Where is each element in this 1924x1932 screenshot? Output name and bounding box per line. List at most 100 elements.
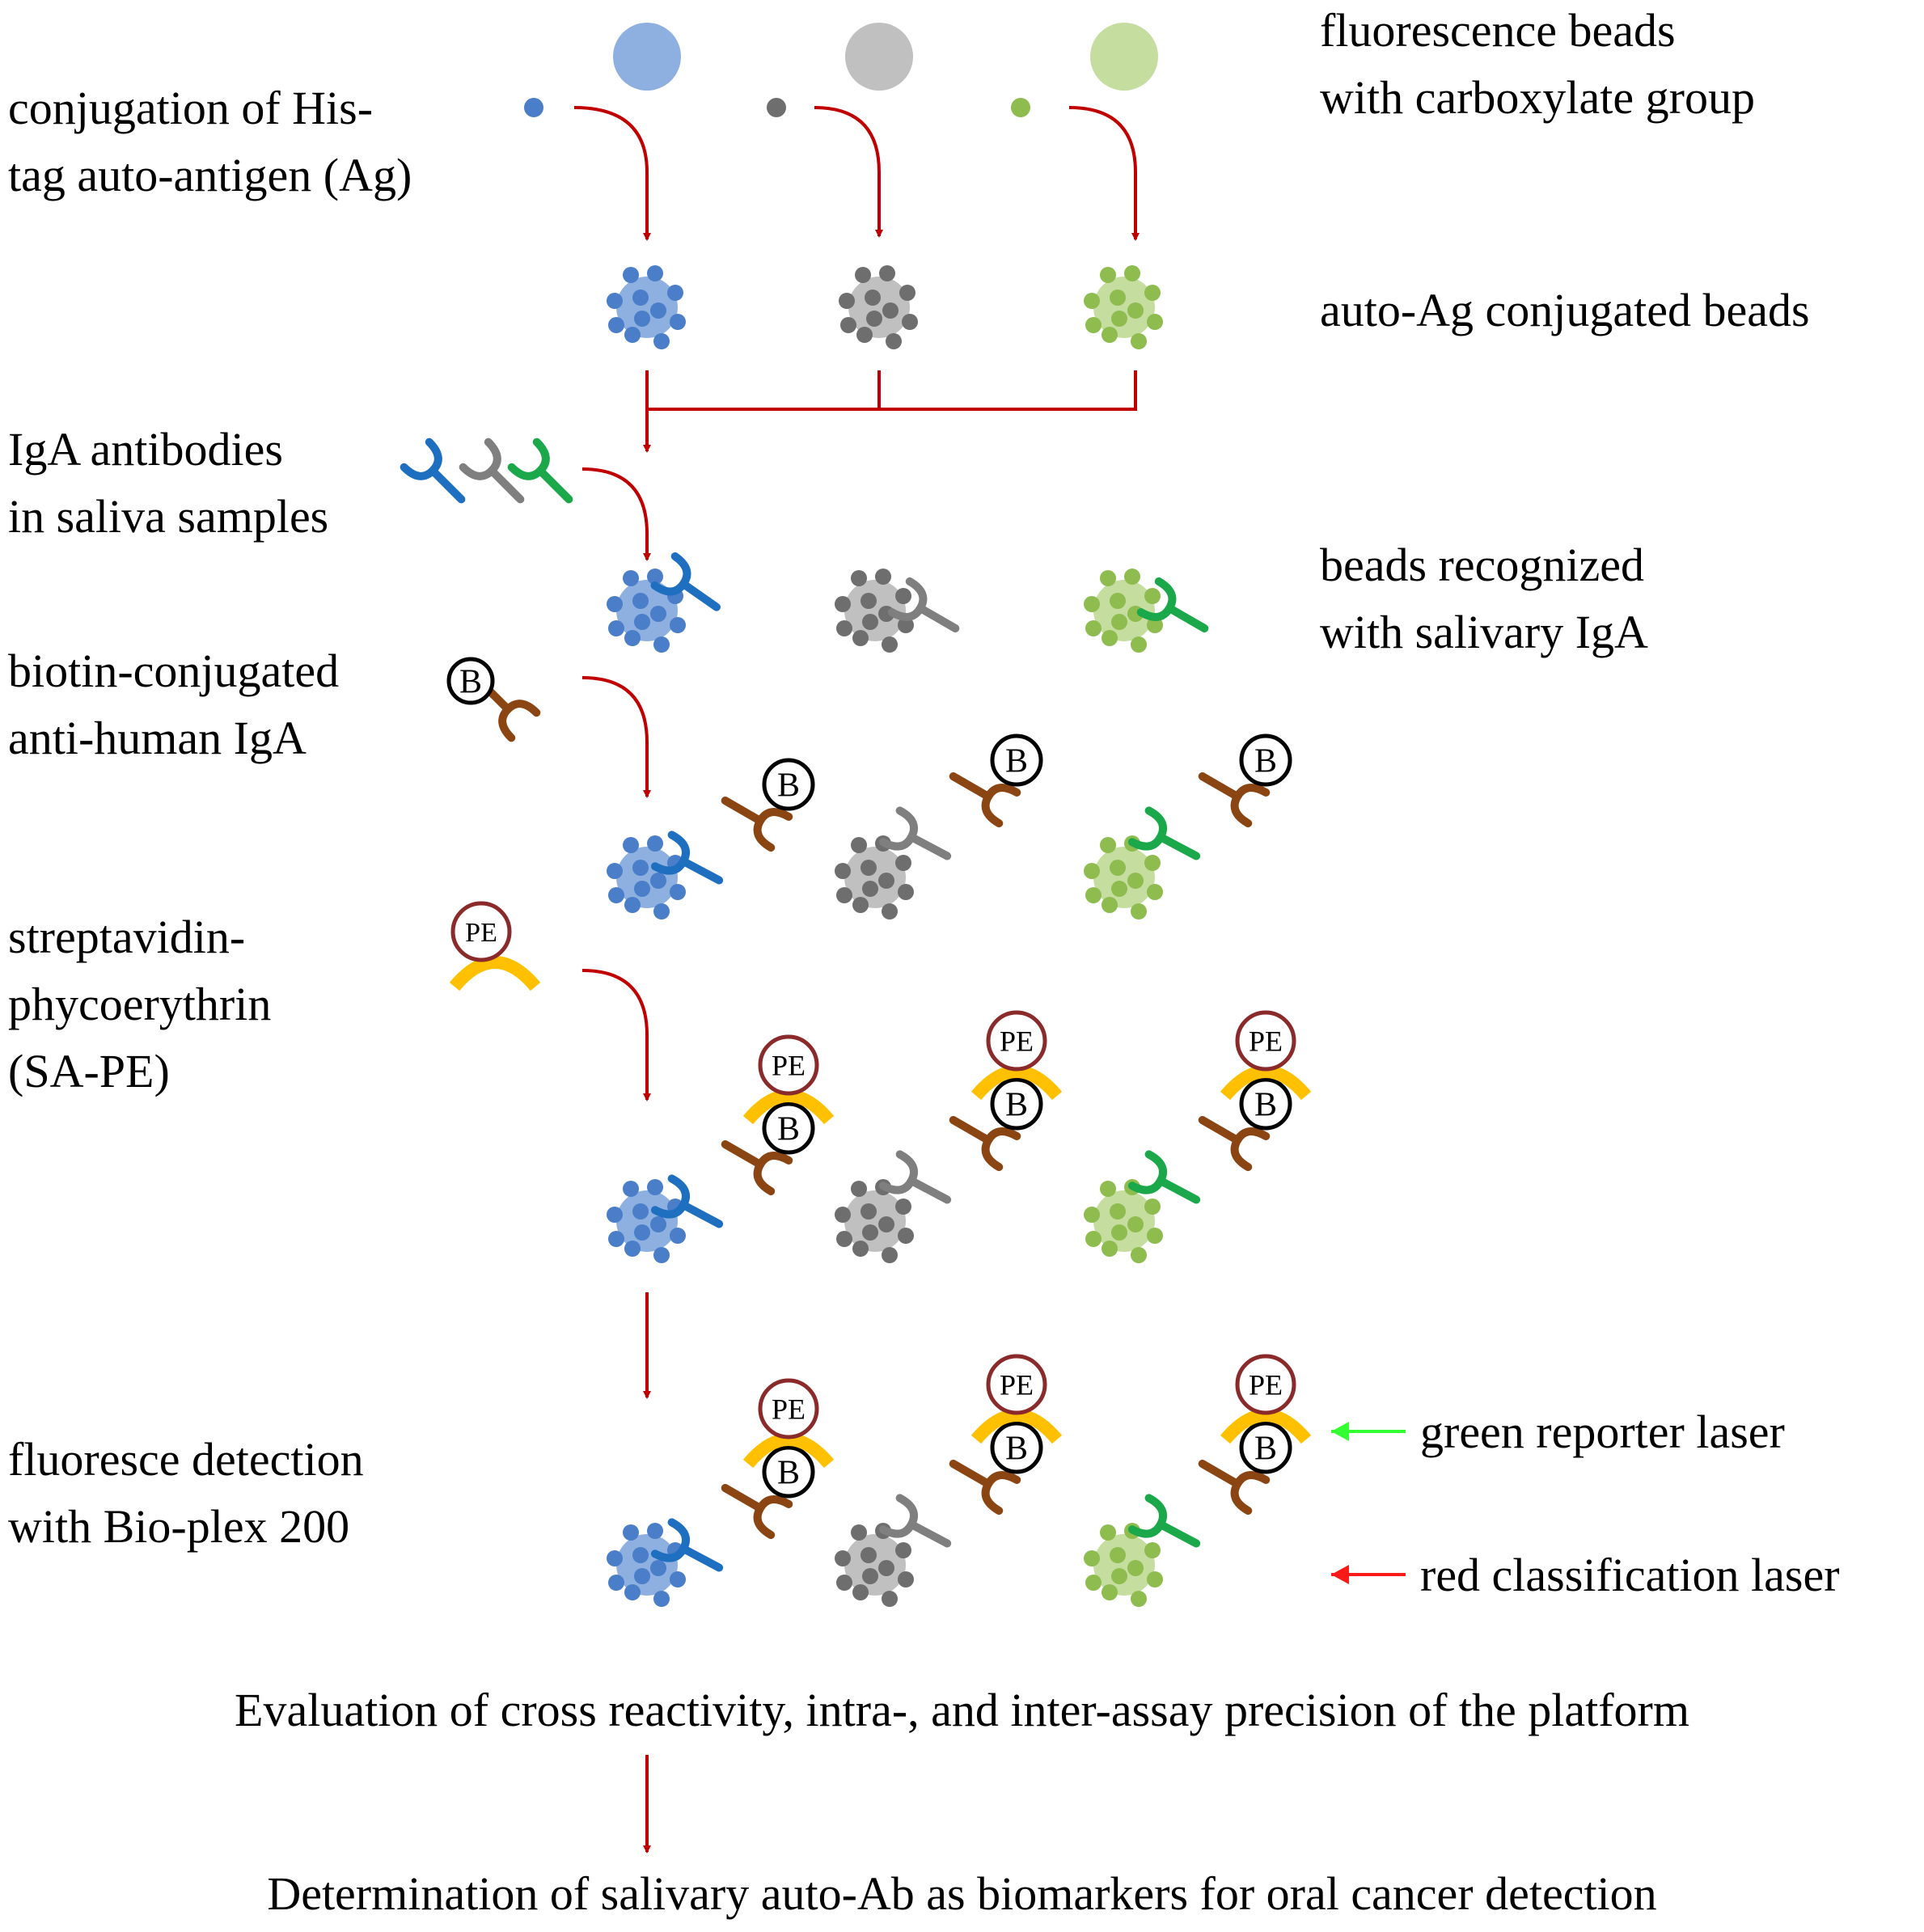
bound-iga-green-row3 [1136, 577, 1209, 632]
biotin-marker-blue-row5: B [762, 1101, 815, 1155]
bound-iga-gray-row3 [887, 577, 960, 632]
label-detection: fluoresce detection with Bio-plex 200 [8, 1433, 364, 1553]
biotin-marker-blue-row6: B [762, 1445, 815, 1499]
streptavidin-green-row5 [1220, 1065, 1312, 1101]
conjugated-bead-green-row4 [1084, 1179, 1163, 1263]
biotin-marker-gray-row5: B [990, 1077, 1043, 1131]
bound-anti-iga-blue-row4 [721, 797, 793, 852]
pe-marker-blue-row5: PE [758, 1034, 819, 1096]
arrow-conjugation-gray [814, 106, 883, 238]
svg-text:PE: PE [772, 1393, 806, 1426]
arrow-conjugation-blue [573, 106, 651, 241]
svg-text:B: B [777, 1111, 800, 1148]
label-red-laser: red classification laser [1420, 1549, 1840, 1601]
bound-anti-iga-blue-row5 [721, 1140, 793, 1196]
svg-text:B: B [1254, 1431, 1277, 1468]
biotin-marker-green-row5: B [1239, 1077, 1292, 1131]
streptavidin-gray-row5 [970, 1065, 1063, 1101]
conjugated-bead-blue-row1 [607, 265, 686, 349]
label-biotin-anti-iga: biotin-conjugated anti-human IgA [8, 645, 340, 764]
biotin-marker-green-row6: B [1239, 1421, 1292, 1474]
conjugated-bead-blue-row2 [607, 569, 686, 653]
label-green-laser: green reporter laser [1420, 1406, 1785, 1458]
bound-iga-green-row4 [1127, 806, 1201, 860]
svg-text:B: B [1254, 1087, 1277, 1124]
pe-marker-gray-row5: PE [986, 1010, 1047, 1072]
arrow-add-biotin [581, 676, 651, 798]
conjugated-bead-green-row1 [1084, 265, 1163, 349]
conjugated-bead-gray-row1 [839, 265, 918, 349]
bound-iga-green-row5 [1127, 1150, 1201, 1204]
free-streptavidin [449, 956, 541, 991]
pe-marker-green-row6: PE [1235, 1354, 1296, 1415]
label-fluorescence-beads: fluorescence beads with carboxylate grou… [1320, 4, 1755, 124]
conjugated-bead-gray-row5 [835, 1523, 914, 1607]
free-iga-gray [459, 438, 525, 504]
arrow-add-sa-pe [581, 969, 651, 1101]
free-iga-green [507, 438, 573, 504]
bound-iga-green-row6 [1127, 1494, 1201, 1548]
antigen-green [1011, 98, 1030, 117]
laser-arrows [1331, 1422, 1406, 1584]
svg-text:B: B [1005, 1431, 1028, 1468]
svg-text:B: B [1254, 743, 1277, 780]
streptavidin-blue-row5 [742, 1089, 835, 1125]
pe-marker-blue-row6: PE [758, 1378, 819, 1439]
arrow-conjugation-green [1068, 106, 1140, 241]
conjugated-bead-blue-row3 [607, 835, 686, 919]
streptavidin-blue-row6 [742, 1433, 835, 1469]
bound-iga-blue-row4 [650, 831, 724, 885]
fluorescent-bead-green [1090, 23, 1158, 91]
conjugated-bead-blue-row5 [607, 1523, 686, 1607]
bound-anti-iga-gray-row5 [949, 1116, 1021, 1172]
beads-layer [524, 23, 1163, 1607]
bound-anti-iga-green-row5 [1198, 1116, 1271, 1172]
bound-iga-blue-row5 [650, 1174, 724, 1228]
biotin-marker-gray-row4: B [990, 733, 1043, 787]
free-iga-blue [400, 438, 466, 504]
label-conjugation: conjugation of His- tag auto-antigen (Ag… [8, 82, 412, 201]
pe-marker-green-row5: PE [1235, 1010, 1296, 1072]
svg-text:B: B [777, 767, 800, 805]
label-determination: Determination of salivary auto-Ab as bio… [267, 1867, 1657, 1920]
arrow-add-saliva [581, 467, 651, 561]
biotin-marker-blue-row4: B [762, 758, 815, 811]
label-evaluation: Evaluation of cross reactivity, intra-, … [235, 1684, 1689, 1736]
svg-text:PE: PE [465, 918, 497, 948]
antigen-gray [767, 98, 786, 117]
svg-text:PE: PE [1000, 1369, 1034, 1401]
bound-iga-gray-row6 [878, 1494, 952, 1548]
fluorescent-bead-gray [845, 23, 913, 91]
arrow-merge-bracket [645, 370, 1137, 411]
green-laser-arrowhead [1331, 1422, 1349, 1441]
bound-anti-iga-blue-row6 [721, 1484, 793, 1540]
process-arrows [573, 106, 1140, 1854]
conjugated-bead-gray-row2 [835, 569, 914, 653]
svg-text:PE: PE [1249, 1025, 1283, 1058]
pe-marker-gray-row6: PE [986, 1354, 1047, 1415]
conjugated-bead-gray-row4 [835, 1179, 914, 1263]
bound-anti-iga-green-row4 [1198, 772, 1271, 828]
free-pe-marker: PE [450, 901, 512, 962]
bound-anti-iga-gray-row6 [949, 1460, 1021, 1516]
svg-text:B: B [459, 664, 482, 701]
bound-iga-gray-row5 [878, 1150, 952, 1204]
svg-text:B: B [1005, 743, 1028, 780]
conjugated-bead-green-row5 [1084, 1523, 1163, 1607]
conjugated-bead-gray-row3 [835, 835, 914, 919]
conjugated-bead-green-row3 [1084, 835, 1163, 919]
bound-anti-iga-gray-row4 [949, 772, 1021, 828]
bound-anti-iga-green-row6 [1198, 1460, 1271, 1516]
antigen-blue [524, 98, 543, 117]
label-beads-recognized: beads recognized with salivary IgA [1320, 539, 1648, 658]
bound-iga-blue-row3 [650, 552, 721, 611]
conjugated-bead-blue-row4 [607, 1179, 686, 1263]
svg-text:PE: PE [772, 1050, 806, 1082]
red-laser-arrowhead [1331, 1565, 1349, 1584]
streptavidin-gray-row6 [970, 1409, 1063, 1444]
bound-iga-gray-row4 [878, 806, 952, 860]
label-iga-antibodies: IgA antibodies in saliva samples [8, 423, 329, 543]
bound-iga-blue-row6 [650, 1518, 724, 1572]
